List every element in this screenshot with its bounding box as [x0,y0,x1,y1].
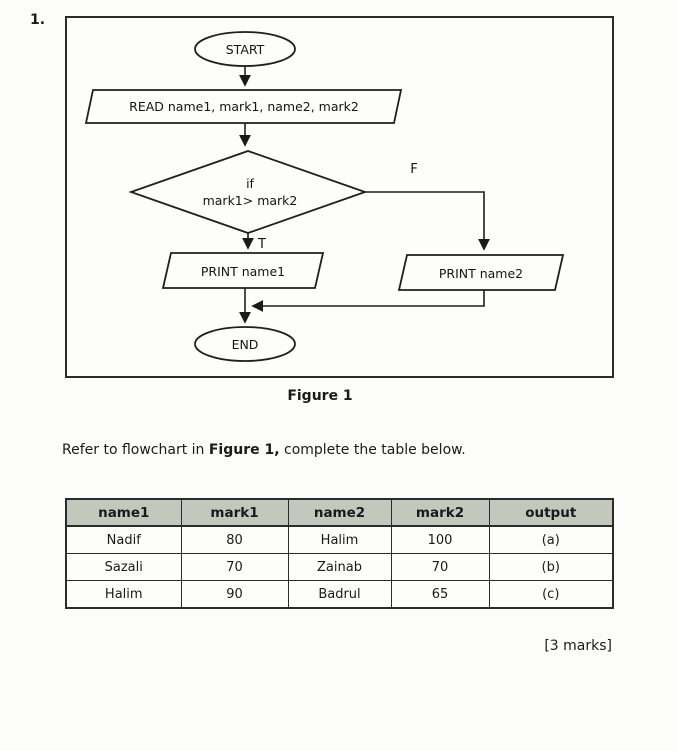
instruction-figure-ref: Figure 1, [208,442,280,458]
cell-name1: Nadif [65,525,182,554]
instruction-text: Refer to flowchart in Figure 1, complete… [62,442,466,458]
false-branch-label: F [410,162,417,177]
cell-name2: Badrul [287,580,392,609]
connector-print2-merge [251,290,485,312]
instruction-prefix: Refer to flowchart in [62,442,209,458]
cell-mark1: 80 [180,525,289,554]
cell-output: (b) [488,553,614,581]
table-header-name2: name2 [287,498,392,527]
table-header-mark2: mark2 [390,498,490,527]
print-name1-label: PRINT name1 [201,264,285,279]
cell-mark2: 65 [390,580,490,609]
table-header-row: name1 mark1 name2 mark2 output [65,498,614,527]
print-name2-parallelogram [397,254,565,291]
question-number: 1. [30,12,46,28]
instruction-suffix: complete the table below. [279,442,466,458]
decision-label-line2: mark1> mark2 [203,193,298,208]
decision-label-line1: if [246,176,254,191]
flowchart-frame: START READ name1, mark1, name2, mark2 if… [65,16,614,378]
cell-name2: Zainab [287,553,392,581]
table-row: Halim 90 Badrul 65 (c) [65,580,614,609]
table-header-name1: name1 [65,498,182,527]
flowchart-diagram: START READ name1, mark1, name2, mark2 if… [84,31,565,362]
end-terminator [194,326,296,362]
cell-name2: Halim [287,525,392,554]
marks-table: name1 mark1 name2 mark2 output Nadif 80 … [65,498,614,609]
read-label: READ name1, mark1, name2, mark2 [129,99,359,114]
start-label: START [226,42,265,57]
end-label: END [232,337,259,352]
cell-mark1: 70 [180,553,289,581]
connector-decision-print2 [365,191,490,251]
cell-mark2: 70 [390,553,490,581]
table-row: Nadif 80 Halim 100 (a) [65,525,614,554]
table-header-output: output [488,498,614,527]
decision-diamond [128,150,368,234]
true-branch-label: T [257,237,266,252]
figure-caption: Figure 1 [287,388,353,404]
cell-output: (c) [488,580,614,609]
table-row: Sazali 70 Zainab 70 (b) [65,553,614,581]
cell-output: (a) [488,525,614,554]
cell-mark2: 100 [390,525,490,554]
cell-name1: Sazali [65,553,182,581]
marks-table-body: Nadif 80 Halim 100 (a) Sazali 70 Zainab … [65,525,614,609]
cell-name1: Halim [65,580,182,609]
marks-note: [3 marks] [544,638,612,654]
print-name1-parallelogram [161,252,325,289]
table-header-mark1: mark1 [180,498,289,527]
cell-mark1: 90 [180,580,289,609]
start-terminator [194,31,296,67]
read-parallelogram [84,89,403,124]
print-name2-label: PRINT name2 [439,266,523,281]
